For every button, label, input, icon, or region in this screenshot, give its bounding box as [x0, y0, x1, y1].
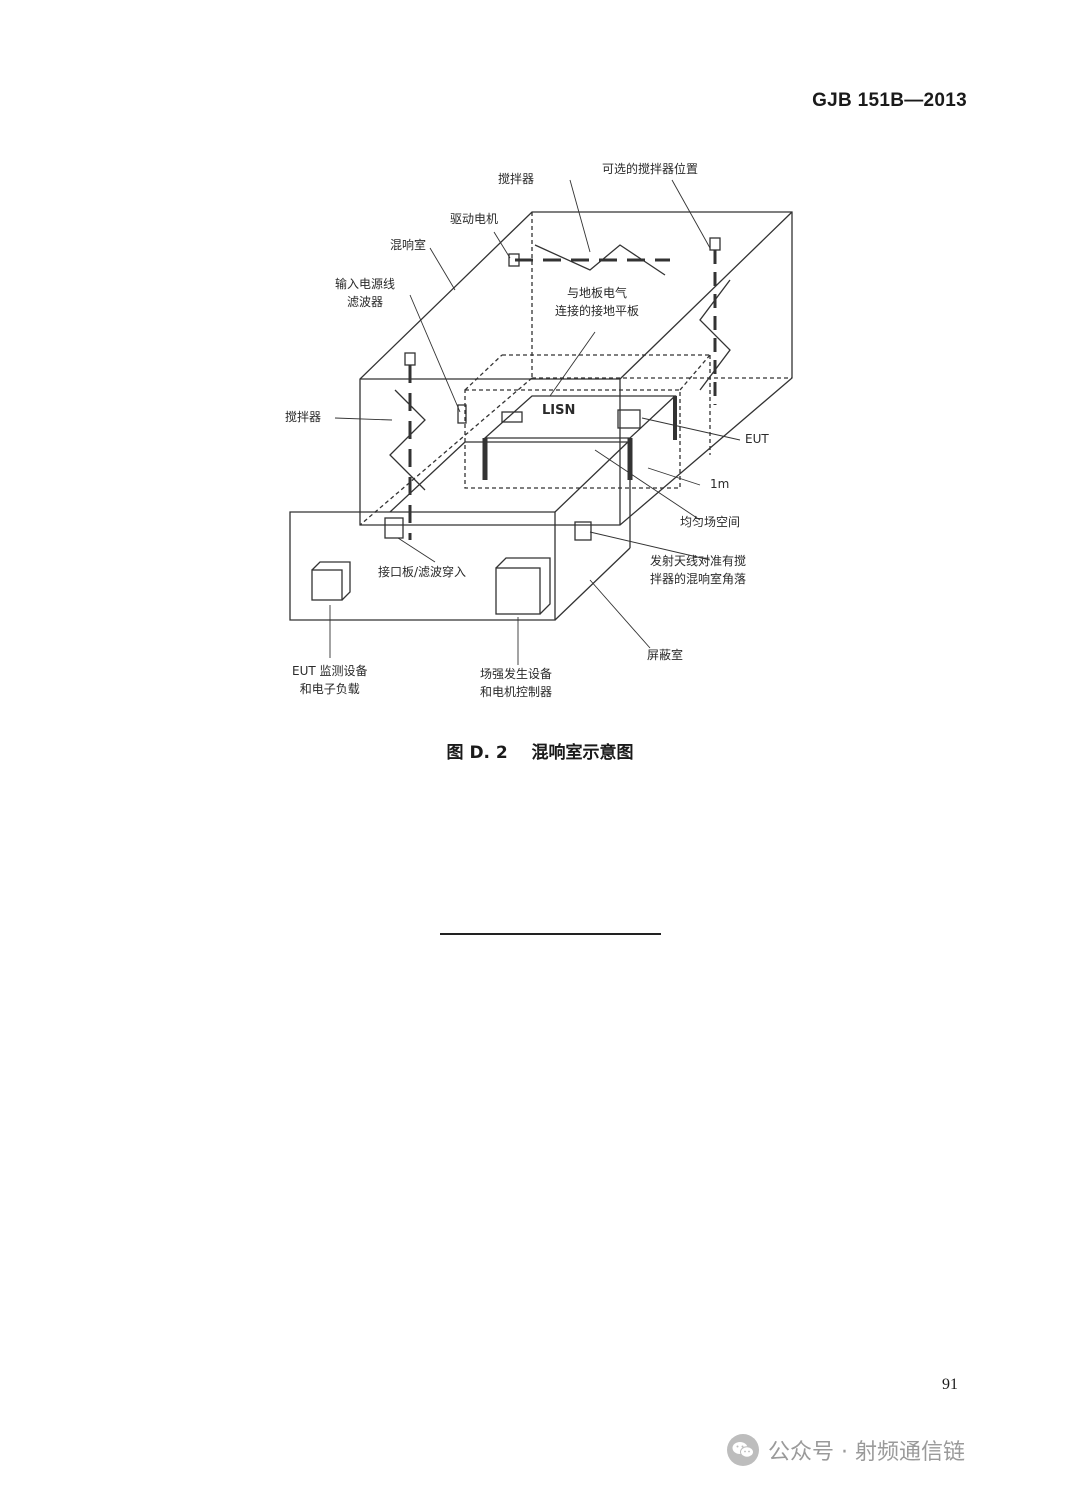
label-field-gen: 场强发生设备和电机控制器 [480, 667, 553, 699]
label-antenna: 发射天线对准有搅拌器的混响室角落 [650, 554, 747, 586]
watermark: 公众号 · 射频通信链 [726, 1428, 965, 1472]
eut-table [482, 395, 677, 480]
label-input-filter: 输入电源线滤波器 [335, 277, 396, 309]
antenna-box [574, 521, 592, 541]
section-divider [440, 933, 661, 935]
label-stirrer-left: 搅拌器 [285, 410, 322, 424]
label-drive-motor: 驱动电机 [450, 212, 499, 226]
caption-number: 图 D. 2 [446, 743, 508, 763]
label-eut: EUT [745, 432, 769, 446]
stirrer-left [389, 352, 426, 540]
label-uniform-field: 均匀场空间 [680, 515, 741, 529]
reverb-chamber-box [359, 211, 793, 526]
label-lisn: LISN [542, 403, 576, 418]
eut-monitor-cube [311, 561, 351, 601]
standard-code: GJB 151B—2013 [812, 90, 967, 111]
lisn-box [501, 411, 523, 423]
wechat-icon [727, 1434, 759, 1466]
label-ground-plane: 与地板电气连接的接地平板 [555, 286, 640, 318]
label-reverb-chamber: 混响室 [390, 238, 427, 252]
page-number: 91 [942, 1376, 958, 1393]
reverb-chamber-figure: 搅拌器 可选的搅拌器位置 驱动电机 混响室 输入电源线滤波器 与地板电气连接的接… [270, 150, 830, 710]
figure-caption: 图 D. 2 混响室示意图 [0, 738, 1080, 763]
filter-box [457, 404, 467, 424]
uniform-field-box [464, 354, 711, 489]
shielded-room-box [289, 439, 631, 621]
stirrer-top [508, 244, 670, 276]
label-eut-monitor: EUT 监测设备和电子负载 [292, 664, 368, 696]
label-interface-panel: 接口板/滤波穿入 [378, 565, 467, 579]
label-alt-stirrer: 可选的搅拌器位置 [602, 162, 699, 176]
field-gen-cube [495, 557, 551, 615]
leader-lines [329, 179, 741, 665]
eut-box [617, 409, 641, 429]
caption-title: 混响室示意图 [531, 743, 634, 763]
watermark-text: 公众号 · 射频通信链 [768, 1440, 965, 1465]
stirrer-right [699, 237, 731, 405]
label-shielded-room: 屏蔽室 [647, 648, 684, 662]
interface-panel-box [384, 517, 404, 539]
chamber-drawing [289, 179, 793, 665]
label-stirrer-top: 搅拌器 [498, 172, 535, 186]
label-one-meter: 1m [710, 477, 730, 491]
